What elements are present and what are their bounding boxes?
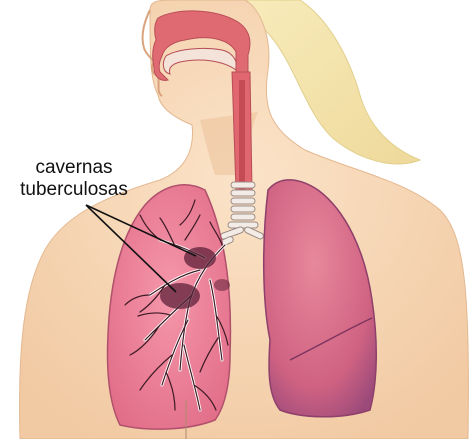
annotation-line-1: cavernas bbox=[4, 157, 144, 179]
cavity-upper bbox=[184, 247, 216, 269]
cavity-lower bbox=[160, 283, 200, 309]
cavity-annotation-label: cavernas tuberculosas bbox=[4, 157, 144, 201]
annotation-line-2: tuberculosas bbox=[4, 179, 144, 201]
cavity-small bbox=[214, 279, 230, 291]
trachea-core bbox=[239, 80, 245, 190]
